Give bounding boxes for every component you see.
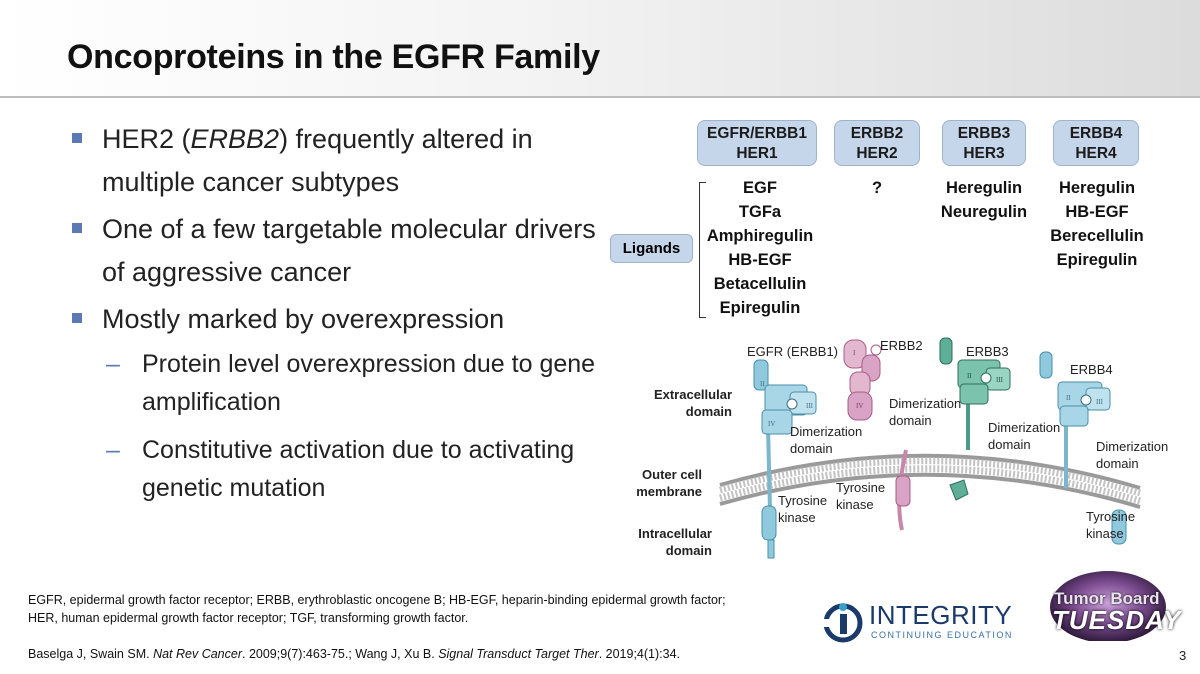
- ref-journal: Signal Transduct Target Ther: [438, 647, 599, 661]
- gene-name: ERBB2: [190, 124, 280, 154]
- dimerization-domain-label: Dimerization domain: [889, 396, 962, 428]
- footnote-line: EGFR, epidermal growth factor receptor; …: [28, 593, 726, 607]
- receptor-header-line1: ERBB3: [957, 125, 1011, 142]
- square-bullet-icon: [72, 133, 82, 143]
- title-bar: Oncoproteins in the EGFR Family: [0, 0, 1200, 98]
- footnote-line: HER, human epidermal growth factor recep…: [28, 611, 469, 625]
- bullet-item: Mostly marked by overexpression: [68, 298, 608, 341]
- egfr-receptor-icon: II III IV: [753, 359, 817, 559]
- bullet-text: One of a few targetable molecular driver…: [102, 214, 596, 287]
- receptor-header-egfr: EGFR/ERBB1 HER1: [697, 120, 817, 166]
- domain-numeral: III: [806, 402, 814, 410]
- domain-numeral: II: [760, 380, 765, 388]
- ref-text: . 2019;4(1):34.: [598, 647, 680, 661]
- cell-art-icon: [1050, 571, 1166, 641]
- receptor-name-erbb4: ERBB4: [1070, 362, 1113, 377]
- bullet-text-pre: HER2 (: [102, 124, 191, 154]
- outer-membrane-label: Outer cell membrane: [636, 467, 702, 499]
- ligand-name: Berecellulin: [1050, 227, 1144, 245]
- domain-numeral: II: [1066, 394, 1071, 402]
- receptor-header-line1: ERBB4: [1069, 125, 1123, 142]
- extracellular-domain-label: Extracellular domain: [653, 387, 732, 419]
- bullet-list: HER2 (ERBB2) frequently altered in multi…: [68, 118, 608, 517]
- ligand-name: HB-EGF: [728, 251, 792, 269]
- ligand-list-erbb4: Heregulin HB-EGF Berecellulin Epiregulin: [1040, 176, 1154, 272]
- sub-bullet-item: – Protein level overexpression due to ge…: [68, 345, 608, 421]
- receptor-header-erbb4: ERBB4 HER4: [1053, 120, 1139, 166]
- receptor-name-egfr: EGFR (ERBB1): [747, 344, 839, 359]
- ref-text: Baselga J, Swain SM.: [28, 647, 154, 661]
- dash-bullet-icon: –: [106, 350, 120, 378]
- ligands-bracket: [699, 182, 706, 318]
- bullet-item: HER2 (ERBB2) frequently altered in multi…: [68, 118, 608, 204]
- ligand-name: HB-EGF: [1065, 203, 1129, 221]
- ligand-name: TGFa: [738, 203, 782, 221]
- ref-journal: Nat Rev Cancer: [153, 647, 242, 661]
- receptor-header-erbb3: ERBB3 HER3: [942, 120, 1026, 166]
- ligand-list-egfr: EGF TGFa Amphiregulin HB-EGF Betacelluli…: [700, 176, 820, 320]
- ligand-list-erbb2: ?: [836, 176, 918, 200]
- abbreviations-footnote: EGFR, epidermal growth factor receptor; …: [28, 591, 818, 627]
- ligand-name: Amphiregulin: [706, 227, 814, 245]
- page-number: 3: [1179, 648, 1187, 663]
- tyrosine-kinase-label: Tyrosine kinase: [1086, 509, 1136, 541]
- sub-bullet-text: Constitutive activation due to activatin…: [142, 436, 575, 502]
- dash-bullet-icon: –: [106, 436, 120, 464]
- receptor-name-erbb2: ERBB2: [880, 338, 923, 353]
- sub-bullet-item: – Constitutive activation due to activat…: [68, 431, 608, 507]
- tumor-board-tuesday-logo: Tumor Board TUESDAY: [1032, 571, 1182, 641]
- ligand-name: Epiregulin: [1056, 251, 1138, 269]
- ligand-name: Heregulin: [945, 179, 1023, 197]
- sub-bullet-text: Protein level overexpression due to gene…: [142, 350, 596, 416]
- intracellular-domain-label: Intracellular domain: [638, 526, 712, 558]
- ligand-name: Neuregulin: [940, 203, 1028, 221]
- tyrosine-kinase-label: Tyrosine kinase: [778, 493, 828, 525]
- badge-line2: TUESDAY: [1052, 605, 1182, 635]
- domain-numeral: IV: [768, 420, 775, 428]
- integrity-logo-icon: [823, 603, 863, 643]
- tyrosine-kinase-label: Tyrosine kinase: [836, 480, 886, 512]
- receptor-name-erbb3: ERBB3: [966, 344, 1009, 359]
- badge-line1: Tumor Board: [1054, 589, 1160, 608]
- ligand-name: Epiregulin: [719, 299, 801, 317]
- integrity-logo-subtitle: CONTINUING EDUCATION: [871, 630, 1013, 640]
- domain-numeral: III: [1096, 398, 1104, 406]
- bullet-text-post: ) frequently altered in multiple cancer …: [102, 124, 533, 197]
- domain-numeral: IV: [856, 402, 863, 410]
- receptor-header-erbb2: ERBB2 HER2: [834, 120, 920, 166]
- dimerization-domain-label: Dimerization domain: [988, 420, 1061, 452]
- ligand-name: Betacellulin: [713, 275, 807, 293]
- cell-membrane-icon: [719, 453, 1142, 509]
- erbb3-receptor-icon: II III: [939, 337, 1011, 501]
- receptor-header-line2: HER2: [856, 145, 898, 162]
- receptor-diagram: II III IV I IV II III: [719, 337, 1142, 559]
- slide-title: Oncoproteins in the EGFR Family: [67, 38, 600, 76]
- receptor-header-line2: HER4: [1075, 145, 1117, 162]
- dimerization-domain-label: Dimerization domain: [1096, 439, 1169, 471]
- ligand-list-erbb3: Heregulin Neuregulin: [930, 176, 1038, 224]
- ligand-name: ?: [871, 179, 883, 197]
- domain-numeral: I: [853, 349, 856, 357]
- square-bullet-icon: [72, 223, 82, 233]
- square-bullet-icon: [72, 313, 82, 323]
- integrity-logo-name: INTEGRITY: [869, 600, 1013, 630]
- domain-numeral: III: [996, 376, 1004, 384]
- erbb2-receptor-icon: I IV: [843, 339, 911, 531]
- ligand-name: EGF: [743, 179, 777, 197]
- receptor-header-line2: HER3: [963, 145, 1005, 162]
- integrity-logo: INTEGRITY CONTINUING EDUCATION: [823, 597, 1013, 647]
- ligands-label: Ligands: [610, 234, 693, 263]
- receptor-header-line1: EGFR/ERBB1: [707, 125, 807, 142]
- dimerization-domain-label: Dimerization domain: [790, 424, 863, 456]
- erbb4-receptor-icon: II III: [1039, 351, 1127, 545]
- domain-numeral: II: [967, 372, 972, 380]
- bullet-item: One of a few targetable molecular driver…: [68, 208, 608, 294]
- ligand-name: Heregulin: [1058, 179, 1136, 197]
- ref-text: . 2009;9(7):463-75.; Wang J, Xu B.: [242, 647, 439, 661]
- references: Baselga J, Swain SM. Nat Rev Cancer. 200…: [28, 647, 680, 661]
- bullet-text: Mostly marked by overexpression: [102, 304, 505, 334]
- receptor-header-line2: HER1: [736, 145, 778, 162]
- receptor-header-line1: ERBB2: [850, 125, 904, 142]
